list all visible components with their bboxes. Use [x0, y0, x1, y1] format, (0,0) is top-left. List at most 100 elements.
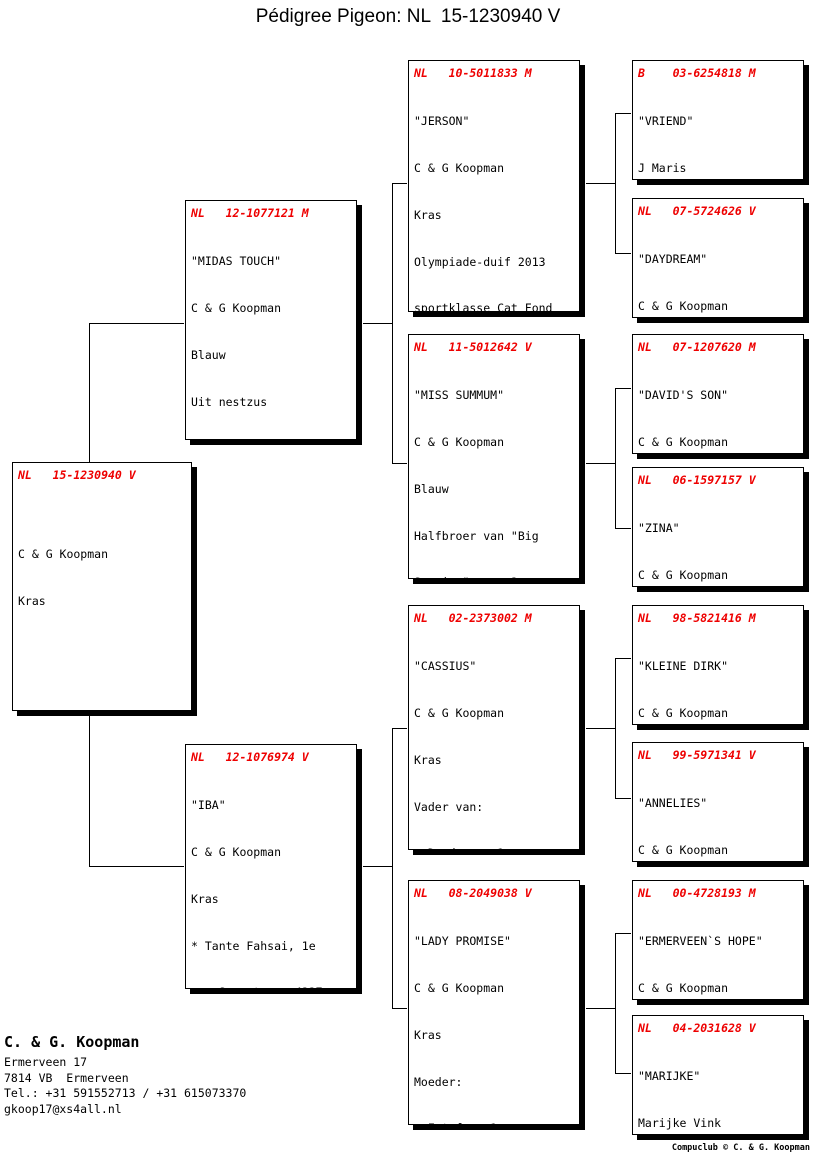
- box-details: "ERMERVEEN`S HOPE" C & G Koopman Donker …: [638, 903, 798, 999]
- pedigree-box-dam-dam[interactable]: NL 08-2049038 V "LADY PROMISE" C & G Koo…: [408, 880, 580, 1125]
- ring-number: NL 10-5011833 M: [414, 66, 532, 80]
- detail-line: - Estefan, 1e npo: [414, 1121, 574, 1124]
- connector-dam-out: [363, 866, 393, 867]
- connector-gen3-p4-spine: [615, 933, 616, 1073]
- detail-line: Uit nestzus: [191, 394, 268, 409]
- detail-line: "MARIJKE": [638, 1069, 701, 1084]
- breeder-address-line1: Ermerveen 17: [4, 1055, 88, 1069]
- ring-number: NL 12-1076974 V: [191, 750, 309, 764]
- box-details: "ANNELIES" C & G Koopman Kras Zus Kleine…: [638, 765, 798, 861]
- connector-sire-stub: [89, 323, 184, 324]
- software-credit: Compuclub © C. & G. Koopman: [671, 1143, 810, 1153]
- detail-line: "JERSON": [414, 114, 470, 129]
- connector-sire-out: [363, 323, 393, 324]
- detail-line: "ANNELIES": [638, 796, 708, 811]
- detail-line: C & G Koopman: [414, 705, 505, 720]
- ring-number: NL 11-5012642 V: [414, 340, 532, 354]
- connector-gen3-p1-spine: [615, 113, 616, 253]
- connector-ermerveen-stub: [615, 933, 631, 934]
- box-details: "DAYDREAM" C & G Koopman Kras Moeder van…: [638, 221, 798, 317]
- pedigree-box-ds-dam[interactable]: NL 99-5971341 V "ANNELIES" C & G Koopman…: [632, 742, 804, 862]
- detail-line: Kras: [191, 891, 219, 906]
- ring-number: NL 99-5971341 V: [638, 748, 756, 762]
- pedigree-box-sire-sire[interactable]: NL 10-5011833 M "JERSON" C & G Koopman K…: [408, 60, 580, 312]
- connector-jerson-out: [586, 183, 616, 184]
- connector-daydream-stub: [615, 253, 631, 254]
- pedigree-box-sd-dam[interactable]: NL 06-1597157 V "ZINA" C & G Koopman Bla…: [632, 467, 804, 587]
- connector-ladypromise-stub: [392, 1008, 407, 1009]
- connector-dam-stub: [89, 866, 184, 867]
- detail-line: C & G Koopman: [414, 434, 505, 449]
- detail-line: Kras: [414, 1027, 442, 1042]
- ring-number: NL 00-4728193 M: [638, 886, 756, 900]
- connector-zina-stub: [615, 528, 631, 529]
- detail-line: Moeder:: [414, 1074, 463, 1089]
- connector-gen3-p2-spine: [615, 388, 616, 528]
- connector-kleinedirk-stub: [615, 658, 631, 659]
- pedigree-box-ss-dam[interactable]: NL 07-5724626 V "DAYDREAM" C & G Koopman…: [632, 198, 804, 318]
- box-details: "KLEINE DIRK" C & G Koopman Kras 5e Were…: [638, 628, 798, 724]
- ring-number: NL 07-1207620 M: [638, 340, 756, 354]
- connector-marijke-stub: [615, 1073, 631, 1074]
- pedigree-box-dam[interactable]: NL 12-1076974 V "IBA" C & G Koopman Kras…: [185, 744, 357, 989]
- pedigree-box-sire[interactable]: NL 12-1077121 M "MIDAS TOUCH" C & G Koop…: [185, 200, 357, 440]
- detail-line: "ZINA": [638, 521, 680, 536]
- ring-number: NL 15-1230940 V: [18, 468, 136, 482]
- box-details: "ZINA" C & G Koopman Blauw 2e Nat. as-du…: [638, 490, 798, 586]
- connector-cassius-stub: [392, 728, 407, 729]
- pedigree-box-dam-sire[interactable]: NL 02-2373002 M "CASSIUS" C & G Koopman …: [408, 605, 580, 850]
- detail-line: "VRIEND": [638, 114, 694, 129]
- detail-line: C & G Koopman: [638, 980, 729, 995]
- detail-line: "LADY PROMISE": [414, 934, 511, 949]
- connector-gen2-top-spine: [392, 183, 393, 463]
- connector-gen3-p3-spine: [615, 658, 616, 798]
- detail-line: - Daydream, 1e npo: [414, 846, 574, 849]
- pedigree-box-dd-dam[interactable]: NL 04-2031628 V "MARIJKE" Marijke Vink K…: [632, 1015, 804, 1135]
- breeder-phone: Tel.: +31 591552713 / +31 615073370: [4, 1086, 247, 1101]
- breeder-email: gkoop17@xs4all.nl: [4, 1101, 122, 1116]
- detail-line: Halfbroer van "Big: [414, 528, 539, 543]
- detail-line: C & G Koopman: [638, 434, 729, 449]
- detail-line: Blauw: [191, 347, 226, 362]
- box-details: C & G Koopman Kras: [18, 485, 186, 641]
- detail-line: "DAVID'S SON": [638, 388, 729, 403]
- detail-line: sportklasse Cat Fond: [414, 301, 553, 312]
- detail-line: Kras: [414, 752, 442, 767]
- breeder-info: C. & G. Koopman Ermerveen 17 7814 VB Erm…: [4, 1032, 344, 1117]
- detail-line: Vader van:: [414, 799, 484, 814]
- connector-davidsson-stub: [615, 388, 631, 389]
- detail-line: "ERMERVEEN`S HOPE": [638, 934, 763, 949]
- detail-line: J Maris: [638, 160, 687, 175]
- box-details: "CASSIUS" C & G Koopman Kras Vader van: …: [414, 628, 574, 849]
- connector-gen2-bot-spine: [392, 728, 393, 1008]
- box-details: "MISS SUMMUM" C & G Koopman Blauw Halfbr…: [414, 357, 574, 578]
- detail-line: "CASSIUS": [414, 659, 477, 674]
- box-details: "JERSON" C & G Koopman Kras Olympiade-du…: [414, 83, 574, 312]
- connector-misssummum-out: [586, 463, 616, 464]
- box-details: "MARIJKE" Marijke Vink Kras Marijke is a…: [638, 1038, 798, 1134]
- detail-line: Kras: [414, 207, 442, 222]
- pedigree-box-dd-sire[interactable]: NL 00-4728193 M "ERMERVEEN`S HOPE" C & G…: [632, 880, 804, 1000]
- pedigree-box-sd-sire[interactable]: NL 07-1207620 M "DAVID'S SON" C & G Koop…: [632, 334, 804, 454]
- pedigree-box-subject[interactable]: NL 15-1230940 V C & G Koopman Kras: [12, 462, 192, 711]
- ring-number: NL 98-5821416 M: [638, 611, 756, 625]
- detail-line: Marijke Vink: [638, 1115, 722, 1130]
- detail-line: npo Sens tegen 4237: [191, 985, 351, 988]
- detail-line: Suprise" o.a. 2e npo: [414, 575, 574, 578]
- pedigree-box-ds-sire[interactable]: NL 98-5821416 M "KLEINE DIRK" C & G Koop…: [632, 605, 804, 725]
- pedigree-box-sire-dam[interactable]: NL 11-5012642 V "MISS SUMMUM" C & G Koop…: [408, 334, 580, 579]
- detail-line: C & G Koopman: [191, 300, 282, 315]
- detail-line: C & G Koopman: [414, 160, 505, 175]
- box-details: "DAVID'S SON" C & G Koopman Blauw Vader:…: [638, 357, 798, 453]
- connector-annelies-stub: [615, 798, 631, 799]
- detail-line: * Tante Fahsai, 1e: [191, 938, 316, 953]
- pedigree-box-ss-sire[interactable]: B 03-6254818 M "VRIEND" J Maris Kras Wit…: [632, 60, 804, 180]
- detail-line: Blauw: [414, 481, 449, 496]
- detail-line: C & G Koopman: [638, 298, 729, 313]
- detail-line: C & G Koopman: [191, 844, 282, 859]
- detail-line: "IBA": [191, 798, 226, 813]
- breeder-name: C. & G. Koopman: [4, 1033, 140, 1051]
- detail-line: C & G Koopman: [638, 567, 729, 582]
- detail-line: Kras: [18, 594, 46, 609]
